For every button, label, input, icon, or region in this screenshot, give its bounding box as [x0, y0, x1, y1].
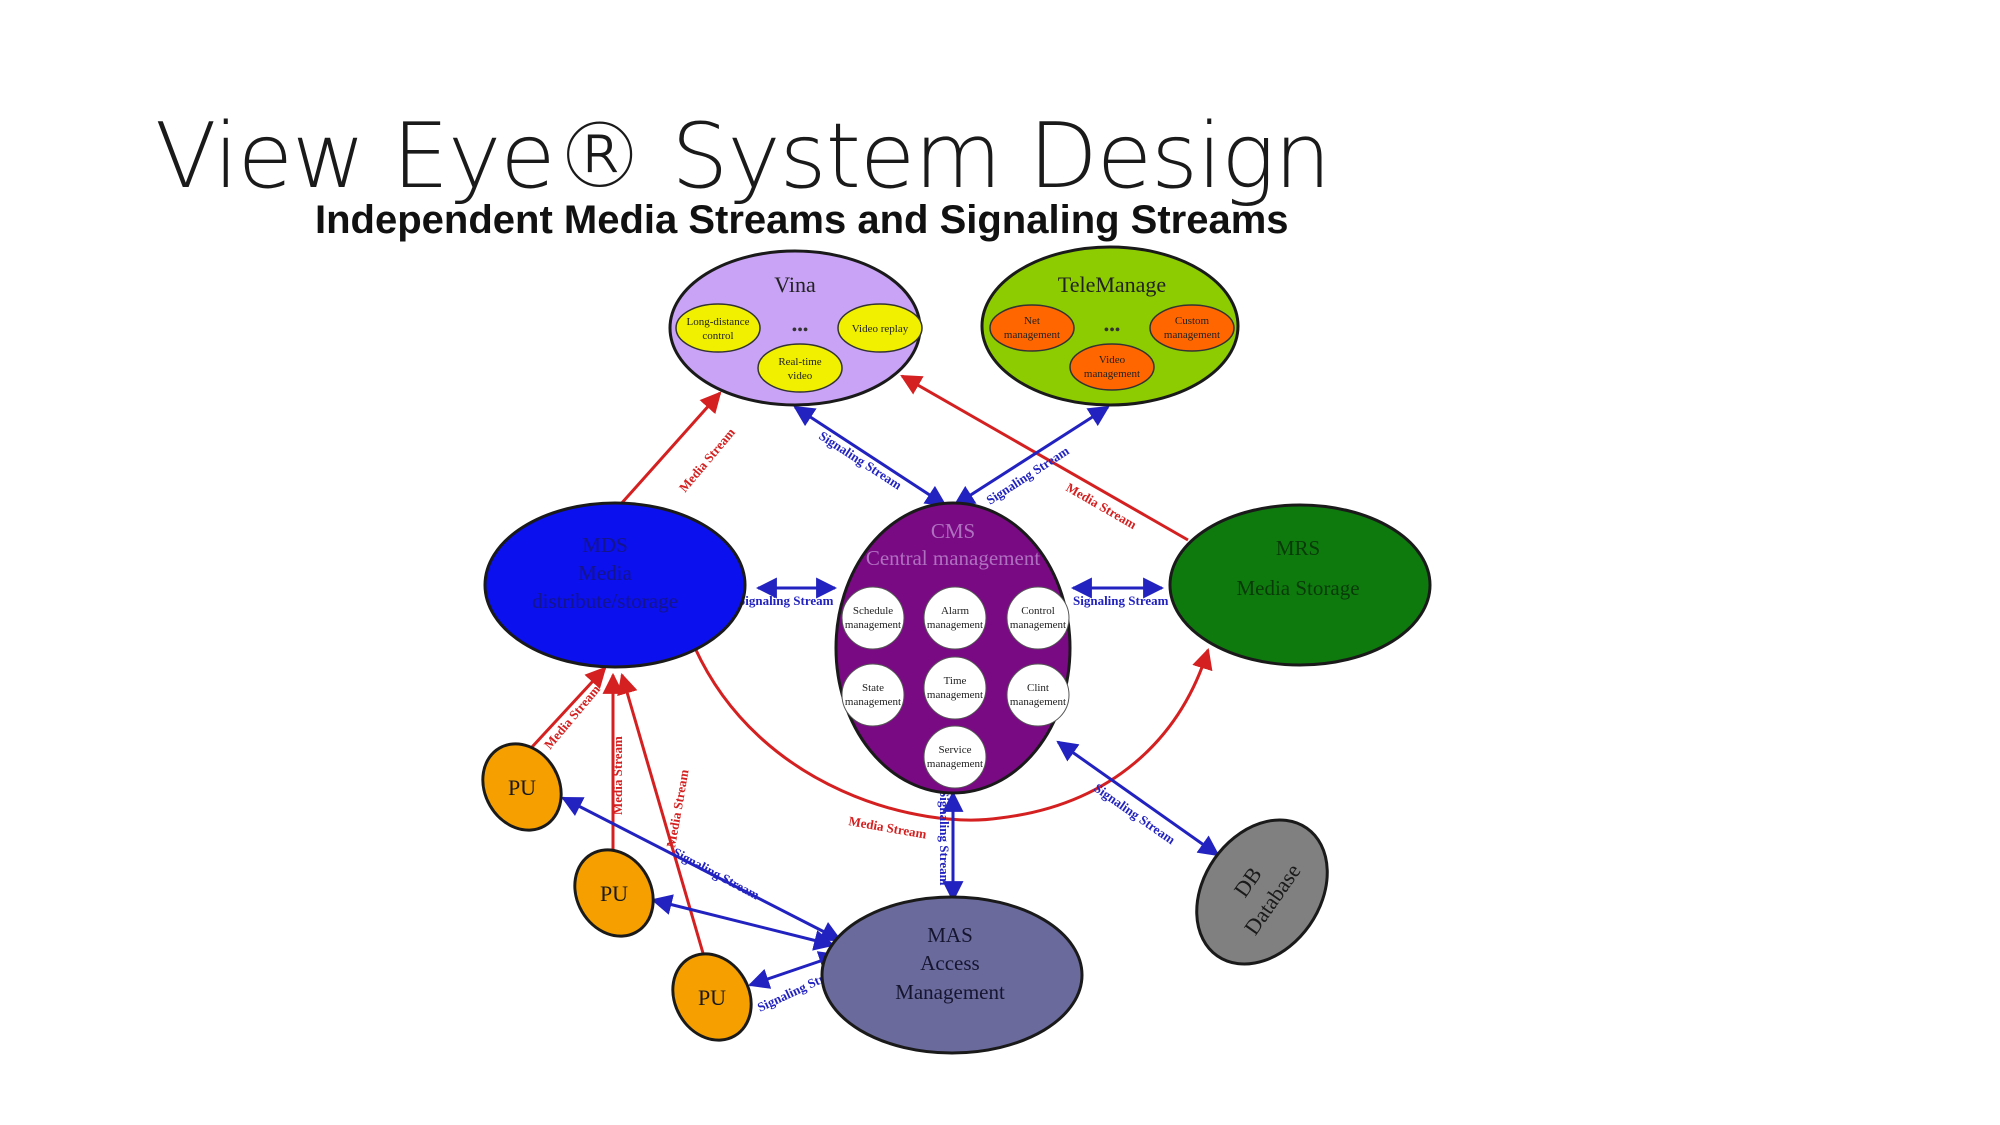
svg-text:management: management	[1010, 619, 1066, 631]
vina-module-video-replay: Video replay	[837, 303, 923, 353]
svg-text:management: management	[845, 619, 901, 631]
pu-label: PU	[600, 881, 628, 906]
vina-title: Vina	[774, 272, 816, 297]
svg-text:control: control	[702, 330, 733, 342]
svg-text:Control: Control	[1021, 605, 1055, 617]
signaling-stream-label: Signaling Stream	[738, 593, 834, 608]
mas-label-line3: Management	[895, 980, 1005, 1004]
media-stream-mds-to-vina	[618, 391, 722, 506]
mds-label-line1: MDS	[582, 533, 628, 557]
svg-text:management: management	[927, 758, 983, 770]
vina-module-long-distance-control: Long-distance control	[675, 303, 761, 353]
slide-title: View Eye® System Design	[155, 104, 1331, 209]
telemanage-module-custom-management: Custom management	[1149, 304, 1235, 352]
mrs-label-line1: MRS	[1276, 536, 1320, 560]
pu-node: PU	[671, 952, 753, 1042]
signaling-stream-label: Signaling Stream	[1073, 593, 1169, 608]
media-stream-label: Media Stream	[541, 682, 603, 752]
mrs-label-line2: Media Storage	[1236, 576, 1359, 600]
svg-text:management: management	[845, 696, 901, 708]
pu-node: PU	[481, 742, 563, 832]
media-stream-pu1-to-mds	[518, 666, 607, 762]
media-stream-label: Media Stream	[663, 768, 691, 848]
svg-text:management: management	[1084, 368, 1140, 380]
vina-ellipsis: •••	[792, 322, 809, 339]
pu-label: PU	[698, 985, 726, 1010]
db-node: DB Database	[1195, 818, 1329, 966]
cms-module-alarm-management: Alarm management	[923, 586, 987, 650]
signaling-stream-label: Signaling Stream	[816, 428, 904, 493]
telemanage-module-video-management: Video management	[1069, 343, 1155, 391]
mds-label-line3: distribute/storage	[532, 589, 678, 613]
mrs-node: MRS Media Storage	[1168, 503, 1432, 667]
telemanage-ellipsis: •••	[1104, 322, 1121, 339]
telemanage-title: TeleManage	[1058, 272, 1166, 297]
svg-text:management: management	[1010, 696, 1066, 708]
signaling-stream-cms-db	[1056, 740, 1220, 857]
cms-module-service-management: Service management	[923, 725, 987, 789]
svg-text:Time: Time	[944, 675, 967, 687]
svg-text:management: management	[927, 619, 983, 631]
media-stream-label: Media Stream	[610, 736, 625, 815]
pu-node: PU	[573, 848, 655, 938]
vina-node: Vina ••• Long-distance control Video rep…	[668, 249, 923, 407]
svg-text:Custom: Custom	[1175, 315, 1210, 327]
media-stream-mds-to-mrs	[693, 647, 1213, 822]
svg-text:Net: Net	[1024, 315, 1040, 327]
svg-text:management: management	[927, 689, 983, 701]
svg-text:video: video	[788, 370, 813, 382]
mas-label-line2: Access	[920, 951, 979, 975]
mds-label-line2: Media	[578, 561, 632, 585]
cms-module-state-management: State management	[841, 663, 905, 727]
cms-node: CMS Central management Schedule manageme…	[834, 501, 1072, 795]
svg-text:State: State	[862, 682, 884, 694]
svg-text:Video replay: Video replay	[852, 323, 909, 335]
media-stream-label: Media Stream	[847, 813, 927, 841]
vina-module-real-time-video: Real-time video	[757, 343, 843, 393]
media-stream-label: Media Stream	[676, 425, 738, 495]
signaling-stream-pu2-mas	[650, 894, 836, 951]
signaling-stream-connectors	[561, 405, 1220, 989]
svg-text:Alarm: Alarm	[941, 605, 970, 617]
signaling-stream-label: Signaling Stream	[937, 790, 952, 886]
svg-text:Clint: Clint	[1027, 682, 1049, 694]
telemanage-module-net-management: Net management	[989, 304, 1075, 352]
svg-text:Long-distance: Long-distance	[687, 316, 750, 328]
svg-text:Schedule: Schedule	[853, 605, 893, 617]
mds-node: MDS Media distribute/storage	[483, 501, 747, 669]
signaling-stream-telemanage-cms	[953, 405, 1110, 507]
signaling-stream-vina-cms	[793, 405, 947, 507]
cms-label-line2: Central management	[866, 546, 1041, 570]
svg-text:Service: Service	[939, 744, 972, 756]
cms-module-control-management: Control management	[1006, 586, 1070, 650]
pu-label: PU	[508, 775, 536, 800]
svg-text:management: management	[1004, 329, 1060, 341]
mas-label-line1: MAS	[927, 923, 973, 947]
cms-module-time-management: Time management	[923, 656, 987, 720]
cms-label-line1: CMS	[931, 519, 975, 543]
svg-text:Real-time: Real-time	[778, 356, 821, 368]
svg-text:Video: Video	[1099, 354, 1126, 366]
mas-node: MAS Access Management	[820, 895, 1084, 1055]
telemanage-node: TeleManage ••• Net management Custom man…	[980, 245, 1240, 407]
slide-subtitle: Independent Media Streams and Signaling …	[315, 198, 1289, 242]
signaling-stream-label: Signaling Stream	[983, 443, 1071, 508]
signaling-stream-label: Signaling Stream	[1091, 780, 1178, 847]
cms-module-schedule-management: Schedule management	[841, 586, 905, 650]
svg-text:management: management	[1164, 329, 1220, 341]
cms-module-clint-management: Clint management	[1006, 663, 1070, 727]
